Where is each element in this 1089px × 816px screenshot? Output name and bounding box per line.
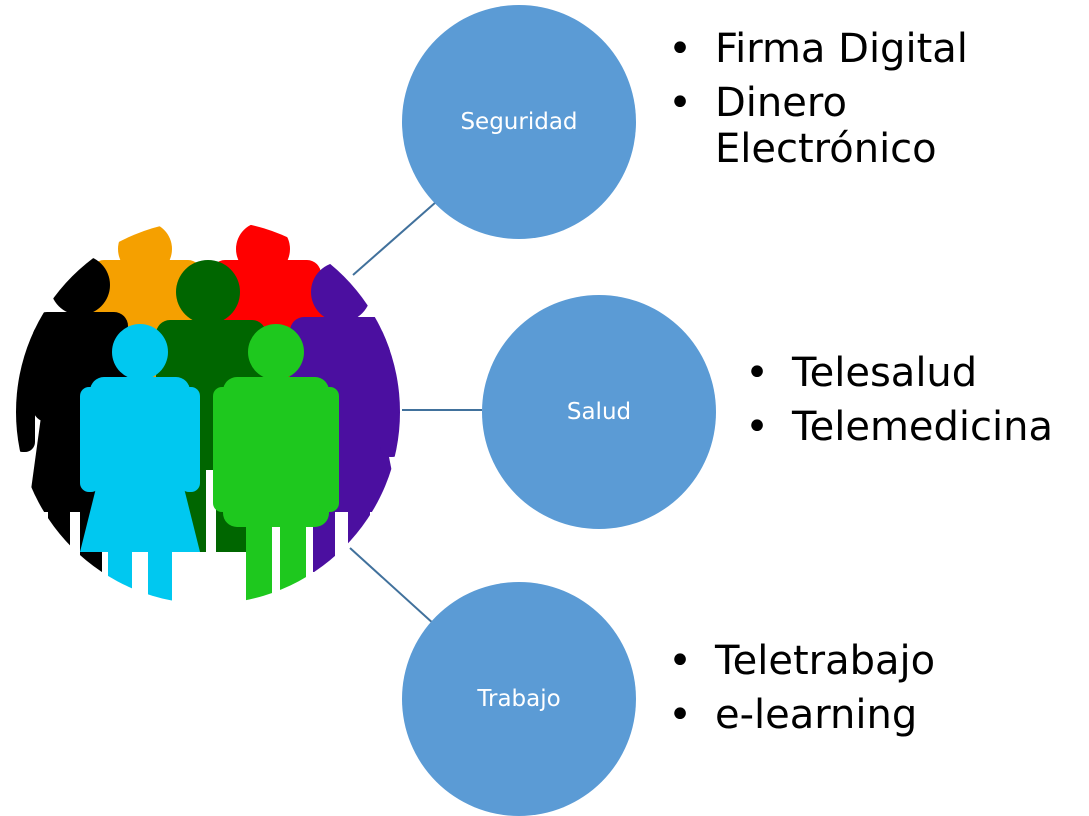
salud-list: • Telesalud • Telemedicina: [742, 350, 1087, 458]
node-seguridad: Seguridad: [402, 5, 636, 239]
people-group-icon: [16, 220, 400, 604]
connector-trabajo: [349, 547, 436, 626]
connector-seguridad: [352, 201, 437, 276]
list-item-text: e-learning: [715, 692, 918, 738]
list-item-text: Telesalud: [792, 350, 978, 396]
list-item-text: Firma Digital: [715, 26, 968, 72]
trabajo-list: • Teletrabajo • e-learning: [665, 638, 1085, 746]
bullet-dot-icon: •: [668, 80, 692, 126]
node-salud-label: Salud: [566, 399, 632, 425]
list-item: • Teletrabajo: [665, 638, 1085, 684]
node-trabajo-label: Trabajo: [477, 686, 561, 712]
node-salud: Salud: [482, 295, 716, 529]
list-item: • Telemedicina: [742, 404, 1087, 450]
bullet-dot-icon: •: [745, 404, 769, 450]
list-item-text: Dinero Electrónico: [715, 80, 937, 172]
list-item-text: Teletrabajo: [715, 638, 936, 684]
list-item: • Firma Digital: [665, 26, 1085, 72]
list-item: • Telesalud: [742, 350, 1087, 396]
person-cyan: [80, 324, 200, 604]
node-seguridad-label: Seguridad: [460, 109, 578, 135]
node-trabajo: Trabajo: [402, 582, 636, 816]
bullet-dot-icon: •: [668, 638, 692, 684]
list-item: • e-learning: [665, 692, 1085, 738]
seguridad-list: • Firma Digital • Dinero Electrónico: [665, 26, 1085, 180]
list-item: • Dinero Electrónico: [665, 80, 1015, 172]
list-item-text: Telemedicina: [792, 404, 1054, 450]
bullet-dot-icon: •: [668, 692, 692, 738]
bullet-dot-icon: •: [668, 26, 692, 72]
bullet-dot-icon: •: [745, 350, 769, 396]
